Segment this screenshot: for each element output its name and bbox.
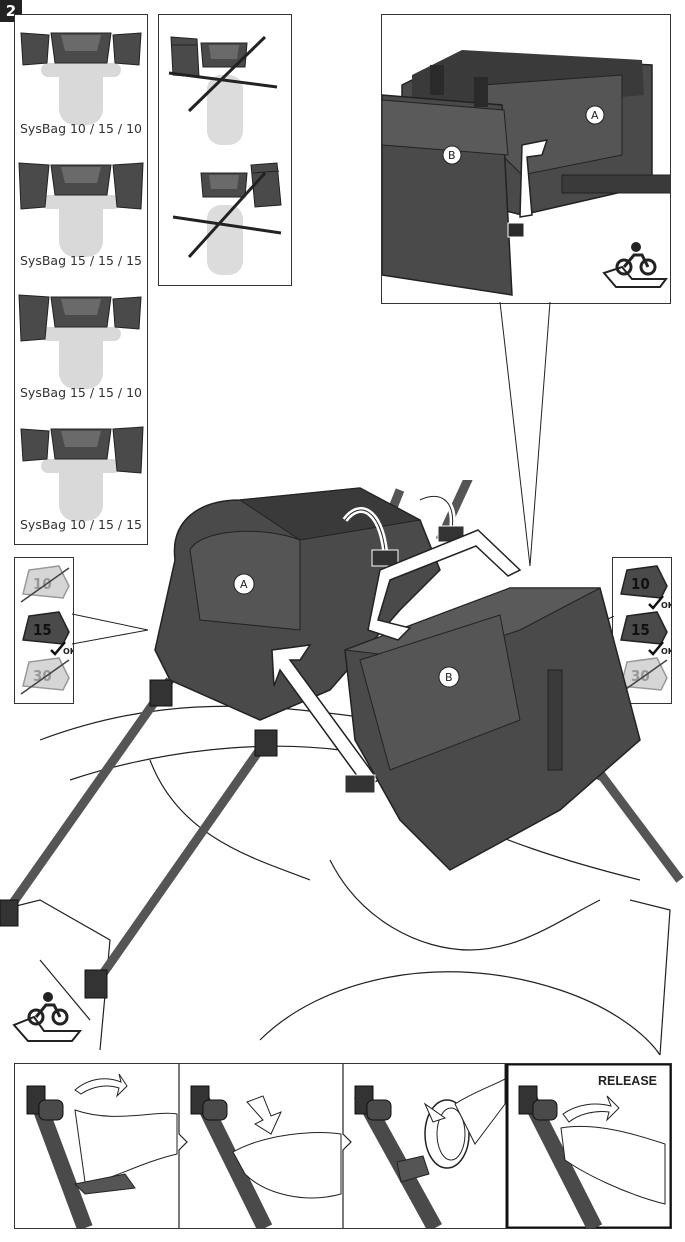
check-icon — [648, 641, 664, 656]
not-allowed-config-bottom — [172, 162, 282, 275]
callout-a: A — [591, 109, 599, 122]
arrow-icon — [423, 1102, 447, 1123]
strap-buckle — [84, 969, 108, 999]
configuration-label: SysBag 10 / 15 / 15 — [19, 517, 143, 532]
size-option-30: 30 — [618, 657, 668, 695]
configuration-label: SysBag 10 / 15 / 10 — [19, 121, 143, 136]
size-value: 30 — [33, 667, 52, 685]
buckle-step-release — [518, 1085, 666, 1228]
motorcycle-icon — [12, 992, 83, 1042]
buckle-step-3 — [353, 1064, 515, 1228]
configuration-diagram — [20, 426, 144, 521]
configuration-diagram — [18, 294, 142, 389]
strap-buckle — [254, 729, 278, 757]
left-size-connector — [72, 613, 149, 645]
buckle-step-2 — [190, 1085, 342, 1228]
motorcycle-icon — [602, 242, 668, 288]
not-allowed-config-top — [168, 35, 278, 145]
configuration-diagram — [20, 32, 142, 125]
arrow-icon — [246, 1095, 282, 1135]
configuration-item: SysBag 15 / 15 / 15 — [15, 147, 147, 279]
ok-label: OK — [63, 647, 73, 656]
ok-label: OK — [661, 601, 671, 610]
cross-icon — [20, 567, 70, 603]
configurations-panel: SysBag 10 / 15 / 10 SysBag 15 / 15 / 15 Sy… — [14, 14, 148, 545]
strap-buckle — [371, 549, 399, 567]
check-icon — [648, 595, 664, 610]
arrow-icon — [271, 529, 522, 790]
size-option-10: 10 — [20, 565, 70, 603]
size-value: 30 — [631, 667, 650, 685]
strap-buckle — [0, 899, 19, 927]
main-illustration: A B — [0, 480, 684, 1056]
buckle-step-1 — [26, 1073, 178, 1228]
callout-b: B — [445, 671, 453, 684]
configuration-label: SysBag 15 / 15 / 15 — [19, 253, 143, 268]
not-allowed-panel — [158, 14, 292, 286]
size-value: 15 — [33, 621, 52, 639]
check-icon — [50, 641, 66, 656]
configuration-diagram — [18, 162, 144, 257]
arrow-icon — [562, 1095, 620, 1123]
not-allowed-illustration — [168, 35, 282, 275]
size-value: 10 — [33, 575, 52, 593]
arrow-icon — [74, 1073, 128, 1098]
size-value: 15 — [631, 621, 650, 639]
callout-b: B — [448, 149, 456, 162]
size-option-30: 30 — [20, 657, 70, 695]
detail-panel: B A — [381, 14, 671, 304]
zoom-connector — [499, 301, 551, 567]
configuration-item: SysBag 10 / 15 / 10 — [15, 15, 147, 147]
tail-bag-a: A — [154, 487, 441, 721]
arrow-icon — [519, 139, 549, 218]
callout-a: A — [240, 578, 248, 591]
configuration-item: SysBag 15 / 15 / 10 — [15, 279, 147, 411]
strap-buckle — [149, 679, 173, 707]
buckle-steps-illustration — [26, 1064, 671, 1228]
configuration-label: SysBag 15 / 15 / 10 — [19, 385, 143, 400]
buckle-steps-strip: RELEASE — [14, 1063, 672, 1229]
release-label: RELEASE — [597, 1074, 657, 1088]
size-value: 10 — [631, 575, 650, 593]
configuration-item: SysBag 10 / 15 / 15 — [15, 411, 147, 543]
detail-illustration: B A — [382, 50, 670, 296]
ok-label: OK — [661, 647, 671, 656]
cross-icon — [172, 215, 282, 235]
cross-icon — [20, 659, 70, 695]
cross-icon — [168, 71, 278, 89]
side-bag-b: B — [344, 587, 641, 871]
strap-buckle — [344, 774, 376, 794]
